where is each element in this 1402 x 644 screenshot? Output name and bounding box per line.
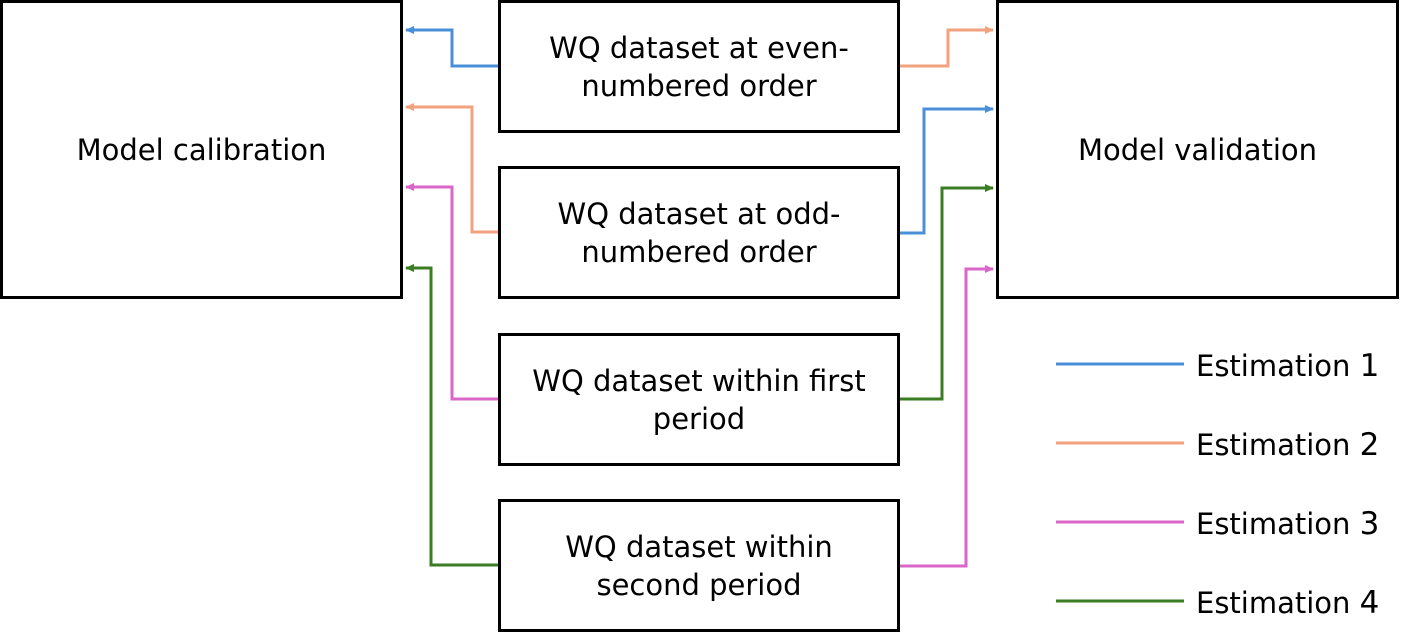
model-validation-box: Model validation bbox=[996, 0, 1399, 299]
dataset-odd-box: WQ dataset at odd- numbered order bbox=[498, 166, 900, 299]
estimation-1-validation-arrow bbox=[900, 105, 994, 235]
legend-label: Estimation bbox=[1196, 586, 1351, 620]
dataset-odd-label: WQ dataset at odd- numbered order bbox=[557, 196, 841, 269]
estimation-4-validation-arrow bbox=[900, 184, 994, 401]
model-calibration-box: Model calibration bbox=[0, 0, 403, 299]
legend-label: Estimation bbox=[1196, 428, 1351, 462]
model-calibration-label: Model calibration bbox=[76, 132, 327, 167]
estimation-1-calibration-arrow bbox=[405, 26, 498, 68]
estimation-3-validation-arrow bbox=[900, 265, 994, 568]
model-validation-label: Model validation bbox=[1077, 132, 1318, 167]
legend-item-estimation-1: Estimation 1 bbox=[1196, 348, 1379, 384]
legend-item-estimation-3: Estimation 3 bbox=[1196, 506, 1379, 542]
estimation-2-validation-arrow bbox=[900, 26, 994, 68]
dataset-even-label: WQ dataset at even- numbered order bbox=[549, 30, 849, 103]
dataset-second-period-label: WQ dataset within second period bbox=[565, 529, 833, 602]
estimation-3-calibration-arrow bbox=[405, 183, 498, 401]
legend-number: 1 bbox=[1359, 348, 1380, 384]
legend-item-estimation-2: Estimation 2 bbox=[1196, 427, 1379, 463]
dataset-first-period-box: WQ dataset within first period bbox=[498, 333, 900, 466]
dataset-second-period-box: WQ dataset within second period bbox=[498, 499, 900, 632]
legend-number: 3 bbox=[1359, 506, 1380, 542]
estimation-4-calibration-arrow bbox=[405, 264, 498, 567]
legend-label: Estimation bbox=[1196, 507, 1351, 541]
estimation-2-calibration-arrow bbox=[405, 103, 498, 234]
legend-label: Estimation bbox=[1196, 349, 1351, 383]
legend-number: 2 bbox=[1359, 427, 1380, 463]
dataset-even-box: WQ dataset at even- numbered order bbox=[498, 0, 900, 133]
dataset-first-period-label: WQ dataset within first period bbox=[532, 363, 866, 436]
legend-item-estimation-4: Estimation 4 bbox=[1196, 585, 1379, 621]
legend-number: 4 bbox=[1359, 585, 1380, 621]
